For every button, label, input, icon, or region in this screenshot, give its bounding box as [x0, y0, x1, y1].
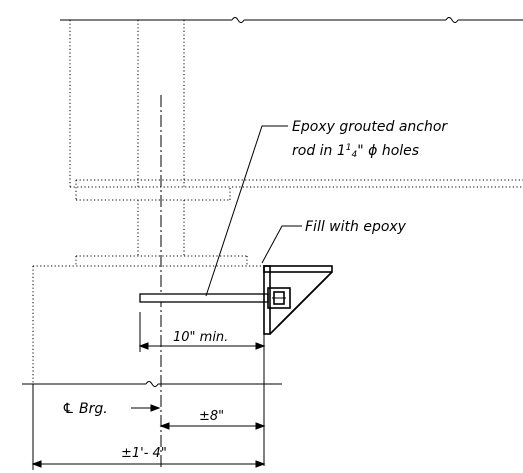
anchor-note-line1: Epoxy grouted anchor: [292, 119, 448, 135]
nut-icon: [267, 287, 291, 309]
anchor-note-leader: [205, 125, 288, 297]
anchor-note-text-b: " ϕ holes: [357, 143, 419, 159]
fill-note-leader: [261, 225, 302, 264]
angle-clip: [263, 265, 333, 335]
girder-outline: [69, 20, 523, 201]
pier-cap-outline: [32, 265, 265, 384]
dim-min-embed: 10" min.: [138, 312, 266, 466]
top-break-line: [60, 17, 523, 23]
bearing-outline: [75, 200, 248, 266]
bottom-break-line: [22, 381, 282, 387]
anchor-note-text-a: rod in 1: [292, 143, 346, 159]
bearing-label: ℄ Brg.: [62, 401, 108, 417]
dim-min-embed-label: 10" min.: [173, 330, 228, 345]
anchor-note-frac-den: 4: [352, 150, 358, 160]
anchor-note-frac-num: 1: [346, 143, 352, 153]
dim-overall-label: ±1'- 4": [121, 446, 167, 461]
dim-offset: ±8": [159, 409, 266, 430]
bearing-callout: ℄ Brg.: [62, 401, 161, 417]
dim-offset-label: ±8": [199, 409, 224, 424]
dim-overall: ±1'- 4": [31, 384, 266, 470]
fill-note: Fill with epoxy: [305, 219, 407, 235]
anchor-rod: [139, 293, 269, 303]
anchor-note-line2: rod in 114" ϕ holes: [292, 143, 419, 160]
